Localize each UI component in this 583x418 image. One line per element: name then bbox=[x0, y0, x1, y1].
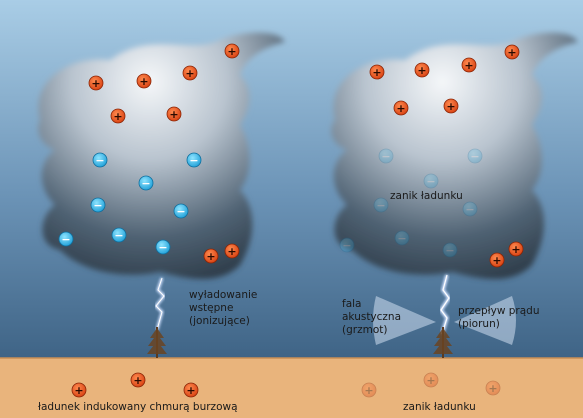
svg-text:−: − bbox=[95, 154, 104, 167]
svg-text:−: − bbox=[445, 244, 454, 257]
svg-text:+: + bbox=[507, 46, 516, 59]
positive-charge-icon: + bbox=[489, 252, 505, 268]
positive-charge-icon: + bbox=[508, 241, 524, 257]
svg-text:−: − bbox=[141, 177, 150, 190]
svg-text:−: − bbox=[176, 205, 185, 218]
negative-charge-icon: − bbox=[339, 237, 355, 253]
negative-charge-icon: − bbox=[90, 197, 106, 213]
lightning-bolt-icon bbox=[153, 277, 167, 331]
svg-text:+: + bbox=[227, 45, 236, 58]
negative-charge-icon: − bbox=[467, 148, 483, 164]
positive-charge-icon: + bbox=[461, 57, 477, 73]
svg-text:−: − bbox=[381, 150, 390, 163]
positive-charge-icon: + bbox=[110, 108, 126, 124]
negative-charge-icon: − bbox=[423, 173, 439, 189]
tree-icon bbox=[147, 327, 167, 358]
negative-charge-icon: − bbox=[442, 242, 458, 258]
positive-charge-icon: + bbox=[136, 73, 152, 89]
sound-wave-icon bbox=[373, 296, 436, 345]
right-storm-cloud bbox=[331, 32, 578, 280]
svg-text:+: + bbox=[113, 110, 122, 123]
svg-text:+: + bbox=[227, 245, 236, 258]
acoustic-wave-label: fala akustyczna (grzmot) bbox=[342, 298, 404, 336]
positive-charge-icon: + bbox=[183, 382, 199, 398]
negative-charge-icon: − bbox=[394, 230, 410, 246]
svg-text:+: + bbox=[511, 243, 520, 256]
svg-text:−: − bbox=[465, 203, 474, 216]
positive-charge-icon: + bbox=[443, 98, 459, 114]
negative-charge-icon: − bbox=[462, 201, 478, 217]
svg-text:+: + bbox=[464, 59, 473, 72]
discharge-label: wyładowanie wstępne (jonizujące) bbox=[189, 289, 261, 327]
ground-induced-charge-label: ładunek indukowany chmurą burzową bbox=[38, 401, 238, 413]
svg-text:−: − bbox=[93, 199, 102, 212]
positive-charge-icon: + bbox=[485, 380, 501, 396]
negative-charge-icon: − bbox=[138, 175, 154, 191]
svg-text:+: + bbox=[91, 77, 100, 90]
svg-text:−: − bbox=[397, 232, 406, 245]
svg-text:−: − bbox=[114, 229, 123, 242]
ground bbox=[0, 358, 583, 418]
positive-charge-icon: + bbox=[203, 248, 219, 264]
negative-charge-icon: − bbox=[186, 152, 202, 168]
svg-text:+: + bbox=[185, 67, 194, 80]
lightning-bolt-icon bbox=[438, 274, 452, 335]
positive-charge-icon: + bbox=[393, 100, 409, 116]
negative-charge-icon: − bbox=[92, 152, 108, 168]
svg-text:+: + bbox=[417, 64, 426, 77]
current-flow-label: przepływ prądu (piorun) bbox=[458, 305, 543, 330]
positive-charge-icon: + bbox=[182, 65, 198, 81]
svg-text:+: + bbox=[206, 250, 215, 263]
svg-text:+: + bbox=[372, 66, 381, 79]
svg-text:+: + bbox=[396, 102, 405, 115]
svg-text:−: − bbox=[470, 150, 479, 163]
tree-icon bbox=[433, 327, 453, 358]
positive-charge-icon: + bbox=[71, 382, 87, 398]
svg-text:+: + bbox=[426, 374, 435, 387]
svg-text:+: + bbox=[492, 254, 501, 267]
svg-text:−: − bbox=[189, 154, 198, 167]
svg-text:+: + bbox=[364, 384, 373, 397]
svg-text:+: + bbox=[186, 384, 195, 397]
negative-charge-icon: − bbox=[378, 148, 394, 164]
svg-text:−: − bbox=[61, 233, 70, 246]
positive-charge-icon: + bbox=[369, 64, 385, 80]
positive-charge-icon: + bbox=[130, 372, 146, 388]
positive-charge-icon: + bbox=[88, 75, 104, 91]
positive-charge-icon: + bbox=[361, 382, 377, 398]
svg-text:+: + bbox=[74, 384, 83, 397]
ground-charge-decay-label: zanik ładunku bbox=[403, 401, 476, 413]
negative-charge-icon: − bbox=[173, 203, 189, 219]
negative-charge-icon: − bbox=[58, 231, 74, 247]
svg-text:+: + bbox=[169, 108, 178, 121]
positive-charge-icon: + bbox=[423, 372, 439, 388]
svg-text:−: − bbox=[158, 241, 167, 254]
svg-text:+: + bbox=[488, 382, 497, 395]
negative-charge-icon: − bbox=[111, 227, 127, 243]
positive-charge-icon: + bbox=[224, 43, 240, 59]
charge-symbols: + + + + + + + + − − − − − − − − + + + + + + + + − − − − − − − − + + + + + + bbox=[58, 43, 524, 398]
positive-charge-icon: + bbox=[414, 62, 430, 78]
cloud-charge-decay-label: zanik ładunku bbox=[390, 190, 463, 202]
sound-wave-icon bbox=[454, 296, 516, 345]
positive-charge-icon: + bbox=[224, 243, 240, 259]
svg-text:+: + bbox=[139, 75, 148, 88]
svg-text:+: + bbox=[133, 374, 142, 387]
positive-charge-icon: + bbox=[166, 106, 182, 122]
svg-text:+: + bbox=[446, 100, 455, 113]
svg-text:−: − bbox=[376, 199, 385, 212]
positive-charge-icon: + bbox=[504, 44, 520, 60]
svg-text:−: − bbox=[342, 239, 351, 252]
svg-text:−: − bbox=[426, 175, 435, 188]
negative-charge-icon: − bbox=[155, 239, 171, 255]
left-storm-cloud bbox=[38, 32, 285, 280]
negative-charge-icon: − bbox=[373, 197, 389, 213]
